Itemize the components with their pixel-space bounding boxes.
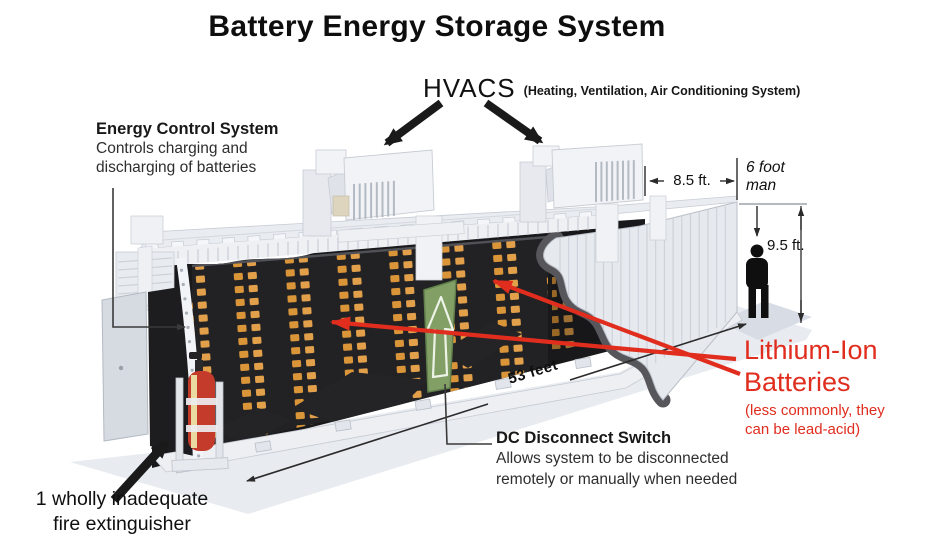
dc-switch-desc-1: Allows system to be disconnected (496, 450, 729, 467)
hvacs-arrow-right (483, 99, 544, 145)
open-door-panel (101, 291, 149, 442)
front-top-band (142, 214, 616, 268)
fire-extinguisher-label: 1 wholly inadequate fire extinguisher (35, 488, 209, 535)
exit-sign (423, 278, 457, 393)
dc-switch-label: DC Disconnect Switch Allows system to be… (496, 429, 737, 490)
left-end (101, 245, 203, 463)
fire-extinguisher-graphic (171, 352, 229, 472)
corrugated-wall (543, 201, 738, 401)
hvac-unit-right (519, 143, 667, 263)
container-base (151, 311, 743, 473)
lithium-arrow-1 (330, 316, 737, 362)
energy-control-title: Energy Control System (96, 120, 279, 138)
hvac-unit-left (302, 149, 465, 281)
width-dimension-label: 8.5 ft. (673, 172, 711, 189)
lithium-batteries-label: Lithium-Ion Batteries (744, 335, 878, 397)
energy-control-label: Energy Control System Controls charging … (96, 120, 278, 177)
hvacs-arrow-left (383, 99, 444, 147)
lithium-arrow-2 (492, 279, 741, 376)
hvacs-label-group: HVACS (Heating, Ventilation, Air Conditi… (423, 73, 800, 104)
energy-control-desc-1: Controls charging and (96, 140, 248, 157)
height-dimension-label: 9.5 ft. (767, 237, 805, 254)
fire-extinguisher-arrow (110, 439, 170, 504)
dc-switch-desc-2: remotely or manually when needed (496, 471, 738, 488)
diagram-title: Battery Energy Storage System (208, 10, 666, 43)
lithium-arrows (330, 279, 741, 376)
energy-control-connector (112, 188, 186, 331)
man-silhouette (746, 244, 769, 318)
dc-switch-title: DC Disconnect Switch (496, 429, 672, 447)
hvacs-subtitle: (Heating, Ventilation, Air Conditioning … (523, 83, 801, 98)
energy-control-desc-2: discharging of batteries (96, 159, 257, 176)
hvacs-label: HVACS (423, 73, 516, 103)
six-foot-man-label: 6 foot man (746, 159, 785, 194)
annotation-arrows (110, 99, 544, 504)
dc-switch-connector (444, 383, 492, 445)
lithium-batteries-note: (less commonly, they can be lead-acid) (745, 402, 885, 438)
